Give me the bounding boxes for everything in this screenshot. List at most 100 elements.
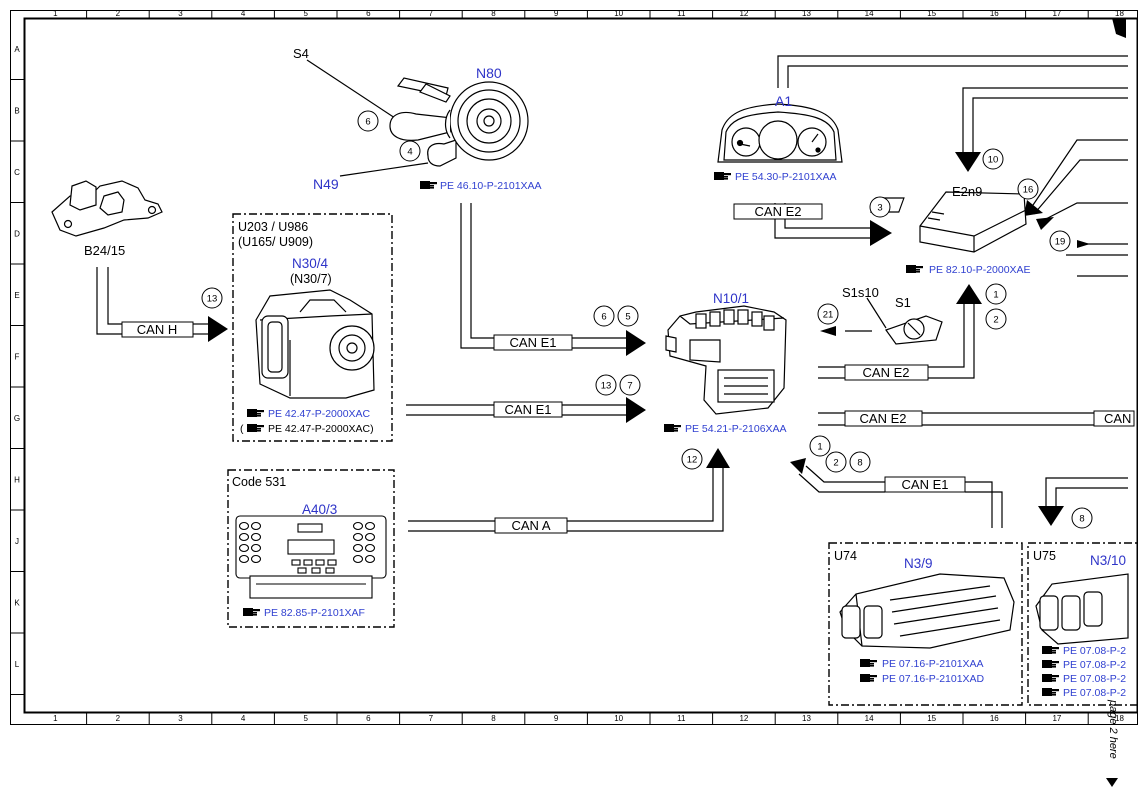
- label-b24-15: B24/15: [84, 243, 125, 258]
- svg-text:PE 07.08-P-2: PE 07.08-P-2: [1063, 645, 1126, 657]
- grid-column-label: 16: [990, 714, 999, 723]
- grid-row-label: F: [15, 352, 20, 361]
- marker-m5-e1: 5: [617, 305, 639, 327]
- bus-can-e1-n80: CAN E1: [493, 334, 573, 351]
- grid-column-label: 15: [927, 9, 936, 18]
- label-e2n9: E2n9: [952, 184, 982, 199]
- grid-column-label: 17: [1052, 9, 1061, 18]
- label-n30-4: N30/4: [292, 256, 329, 271]
- ref-n3-10-b[interactable]: PE 07.08-P-2: [1042, 659, 1126, 671]
- marker-m3: 3: [869, 196, 891, 218]
- s1-switch-drawing: [885, 315, 943, 345]
- ref-n80[interactable]: PE 46.10-P-2101XAA: [420, 180, 542, 192]
- grid-column-label: 13: [802, 714, 811, 723]
- grid-row-label: H: [14, 475, 20, 484]
- svg-text:13: 13: [601, 381, 612, 392]
- label-s1: S1: [895, 295, 911, 310]
- n80-switch-drawing: [389, 77, 529, 167]
- component-labels: S4 N80 N49 A1 E2n9 B24/15 U203 / U986 (U…: [84, 46, 1126, 571]
- marker-m13-h: 13: [201, 287, 223, 309]
- ref-n30-4[interactable]: PE 42.47-P-2000XAC: [247, 408, 371, 420]
- svg-text:1: 1: [817, 442, 822, 453]
- bus-can-cut: CAN: [1093, 410, 1135, 427]
- grid-row-label: G: [14, 414, 20, 423]
- bus-can-e2-low: CAN E2: [844, 410, 923, 427]
- ref-n3-9-a[interactable]: PE 07.16-P-2101XAA: [860, 658, 984, 670]
- label-s4: S4: [293, 46, 309, 61]
- marker-m2-r: 2: [825, 451, 847, 473]
- marker-m2-s1: 2: [985, 308, 1007, 330]
- page-note[interactable]: page 2 here: [1107, 699, 1119, 759]
- svg-text:CAN: CAN: [1104, 411, 1131, 426]
- svg-text:5: 5: [625, 312, 630, 323]
- svg-text:CAN E2: CAN E2: [860, 411, 907, 426]
- svg-text:PE 07.16-P-2101XAD: PE 07.16-P-2101XAD: [882, 673, 985, 685]
- bus-can-h: CAN H: [121, 321, 194, 338]
- label-n30-7: (N30/7): [290, 272, 332, 286]
- grid-column-label: 2: [116, 9, 121, 18]
- ref-a1[interactable]: PE 54.30-P-2101XAA: [714, 171, 837, 183]
- svg-text:6: 6: [365, 117, 370, 128]
- svg-text:PE 07.08-P-2: PE 07.08-P-2: [1063, 687, 1126, 699]
- marker-m13-e1: 13: [595, 374, 617, 396]
- svg-text:CAN E1: CAN E1: [902, 477, 949, 492]
- label-u203: U203 / U986: [238, 220, 308, 234]
- grid-column-label: 1: [53, 9, 58, 18]
- svg-text:CAN E1: CAN E1: [510, 335, 557, 350]
- grid-row-label: K: [14, 598, 20, 607]
- svg-text:PE 54.21-P-2106XAA: PE 54.21-P-2106XAA: [685, 423, 787, 435]
- grid-row-label: B: [14, 106, 19, 115]
- grid-row-label: A: [14, 45, 20, 54]
- svg-text:16: 16: [1023, 185, 1034, 196]
- b24-15-sensor-drawing: [51, 180, 163, 237]
- marker-m16: 16: [1017, 178, 1039, 200]
- marker-m4-n49: 4: [399, 140, 421, 162]
- arrows: [208, 152, 1090, 526]
- label-code-531: Code 531: [232, 475, 286, 489]
- grid-column-label: 5: [303, 714, 308, 723]
- ref-n3-10-d[interactable]: PE 07.08-P-2: [1042, 687, 1126, 699]
- marker-m19: 19: [1049, 230, 1071, 252]
- grid-column-label: 6: [366, 714, 371, 723]
- grid-column-label: 7: [429, 9, 434, 18]
- svg-text:CAN A: CAN A: [511, 518, 550, 533]
- svg-text:19: 19: [1055, 237, 1066, 248]
- a1-cluster-drawing: [717, 103, 843, 163]
- svg-text:(: (: [240, 423, 244, 435]
- n30-4-unit-drawing: [255, 289, 375, 399]
- ref-n3-10-a[interactable]: PE 07.08-P-2: [1042, 645, 1126, 657]
- references: PE 46.10-P-2101XAA PE 54.30-P-2101XAA PE…: [240, 171, 1126, 699]
- page-next-icon[interactable]: [1106, 778, 1118, 787]
- grid-column-label: 12: [739, 9, 748, 18]
- label-u74: U74: [834, 549, 857, 563]
- grid-column-label: 3: [178, 714, 183, 723]
- svg-text:PE 07.08-P-2: PE 07.08-P-2: [1063, 659, 1126, 671]
- svg-text:21: 21: [823, 310, 834, 321]
- grid-column-label: 18: [1115, 714, 1124, 723]
- n10-1-module-drawing: [665, 305, 787, 415]
- svg-text:CAN E1: CAN E1: [505, 402, 552, 417]
- grid-row-label: C: [14, 168, 20, 177]
- ref-e2n9[interactable]: PE 82.10-P-2000XAE: [906, 264, 1031, 276]
- ref-n30-7[interactable]: (PE 42.47-P-2000XAC): [240, 423, 374, 435]
- svg-text:3: 3: [877, 203, 882, 214]
- svg-text:4: 4: [407, 147, 412, 158]
- ref-a40-3[interactable]: PE 82.85-P-2101XAF: [243, 607, 365, 619]
- ref-n3-9-b[interactable]: PE 07.16-P-2101XAD: [860, 673, 985, 685]
- grid-column-label: 11: [677, 714, 686, 723]
- marker-m1-r: 1: [809, 435, 831, 457]
- bus-can-e2-a1: CAN E2: [733, 203, 823, 220]
- label-n80: N80: [476, 65, 502, 81]
- ref-n3-10-c[interactable]: PE 07.08-P-2: [1042, 673, 1126, 685]
- grid-column-label: 11: [677, 9, 686, 18]
- svg-text:6: 6: [601, 312, 606, 323]
- marker-m10: 10: [982, 148, 1004, 170]
- grid-column-label: 8: [491, 9, 496, 18]
- bus-can-a: CAN A: [494, 517, 568, 534]
- svg-text:8: 8: [857, 458, 862, 469]
- bus-can-e2-s1: CAN E2: [844, 364, 929, 381]
- svg-text:8: 8: [1079, 514, 1084, 525]
- ref-n10-1[interactable]: PE 54.21-P-2106XAA: [664, 423, 787, 435]
- label-u165: (U165/ U909): [238, 235, 313, 249]
